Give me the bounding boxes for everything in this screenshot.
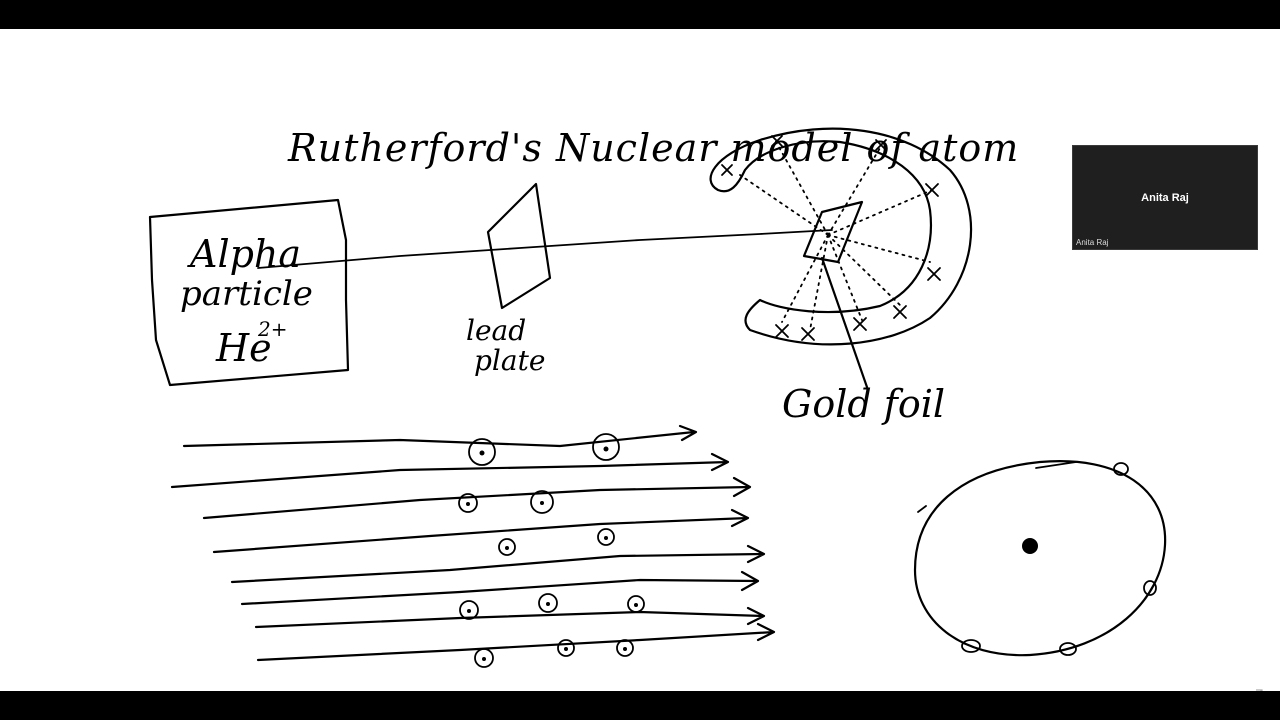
expand-icon[interactable] bbox=[1250, 688, 1264, 691]
atom-model bbox=[913, 460, 1167, 657]
participant-caption: Anita Raj bbox=[1076, 238, 1109, 247]
scatter-lines bbox=[739, 139, 933, 331]
particle-paths bbox=[170, 424, 776, 662]
nuclei bbox=[458, 433, 645, 668]
lead-plate-shape bbox=[486, 182, 552, 310]
alpha-beam-line bbox=[257, 229, 833, 269]
whiteboard-title: Rutherford's Nuclear model of atom bbox=[288, 126, 1020, 170]
fluorescent-screen bbox=[709, 127, 973, 346]
alpha-source-box bbox=[148, 198, 350, 387]
impact-marks bbox=[721, 135, 941, 341]
lead-plate-label-line2: plate bbox=[474, 344, 546, 377]
whiteboard-canvas[interactable]: Rutherford's Nuclear model of atom bbox=[0, 29, 1280, 691]
alpha-label-line2: particle bbox=[180, 274, 313, 314]
gold-foil-pointer bbox=[820, 256, 870, 392]
participant-name: Anita Raj bbox=[1141, 192, 1189, 204]
gold-foil-label: Gold foil bbox=[782, 382, 946, 426]
gold-foil-shape bbox=[802, 200, 864, 264]
alpha-charge-label: 2+ bbox=[258, 317, 288, 341]
participant-video-tile[interactable]: Anita Raj Anita Raj bbox=[1072, 145, 1258, 250]
alpha-label-line1: Alpha bbox=[190, 232, 302, 276]
alpha-label-line3: He bbox=[216, 326, 272, 370]
drawing-layer bbox=[148, 127, 1167, 668]
lead-plate-label-line1: lead bbox=[466, 314, 527, 347]
